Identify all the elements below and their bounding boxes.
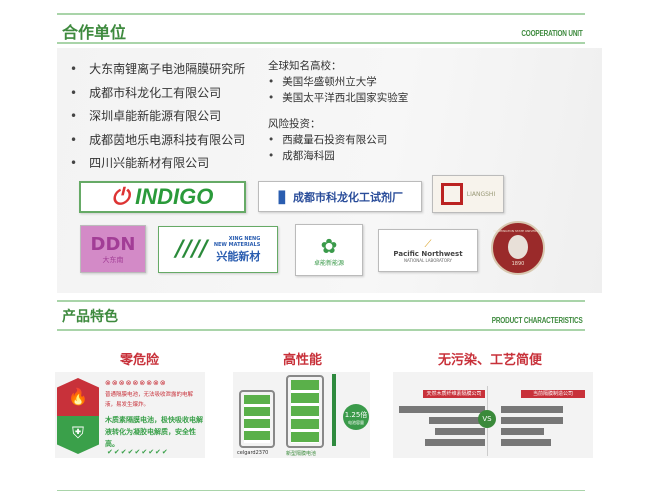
pnnl-mark-icon: ⟋ (424, 238, 432, 250)
xingneng-mark-icon: //// (175, 237, 208, 262)
bottom-rule (57, 490, 585, 491)
feature-title: 高性能 (283, 353, 323, 368)
universities-heading: 全球知名高校： (268, 60, 342, 72)
vs-badge: VS (478, 410, 496, 428)
arrow-up-icon (332, 374, 336, 446)
ratio-label: 电池容量 (348, 420, 364, 425)
logo-text: 成都市科龙化工试剂厂 (292, 190, 403, 204)
list-item: 深圳卓能新能源有限公司 (70, 105, 245, 129)
unsafe-description: 普通隔膜电池，无法吸收泄露的电解液，易发生爆炸。 (105, 392, 194, 408)
safety-graphic: 🔥 ⛨ ⊗⊗⊗⊗⊗⊗⊗⊗⊗ 普通隔膜电池，无法吸收泄露的电解液，易发生爆炸。 木… (55, 372, 205, 458)
liangshi-mark-icon (440, 183, 463, 205)
battery-icon (286, 375, 324, 448)
comparison-graphic: 天然木质纤维素隔膜公司 VS 当前隔膜制造公司 (393, 372, 593, 458)
shield-icon: ⛨ (57, 416, 99, 454)
divider (57, 42, 585, 44)
check-icons: ✔✔✔✔✔✔✔✔✔ (107, 448, 169, 456)
list-item: 美国华盛顿州立大学 (268, 74, 408, 90)
zhuoneng-mark-icon: ✿ (320, 233, 338, 258)
logo-text: NEW MATERIALS (213, 241, 261, 248)
logo-indigo: ⏻ INDIGO (79, 181, 246, 213)
logo-wsu-seal: WASHINGTON STATE UNIVERSITY 1890 (491, 221, 545, 275)
section-title-product: 产品特色 (62, 309, 118, 325)
logo-liangshi: LIANGSHI (432, 175, 504, 213)
ratio-badge: 1.25倍电池容量 (343, 404, 369, 430)
list-item: 四川兴能新材有限公司 (70, 152, 245, 176)
other-partners: 全球知名高校： 美国华盛顿州立大学 美国太平洋西北国家实验室 风险投资： 西藏量… (268, 58, 408, 164)
performance-graphic: celgard2370 新型隔膜电池 1.25倍电池容量 (233, 372, 370, 458)
safe-description: 木质素隔膜电池，极快吸收电解液转化为凝胶电解质，安全性高。 (105, 416, 203, 448)
logo-text: DDN (90, 233, 136, 255)
logo-text: XING NENG (228, 235, 261, 242)
section-subtitle-product: PRODUCT CHARACTERISTICS (492, 316, 583, 325)
kelong-mark-icon: ▮ (277, 186, 287, 207)
portrait-icon (508, 235, 528, 259)
logo-text: 兴能新材 (216, 249, 261, 263)
logo-text: NATIONAL LABORATORY (404, 257, 452, 263)
top-rule (57, 13, 585, 15)
logo-text: 1890 (511, 261, 525, 267)
logo-text: 卓能新能源 (313, 259, 344, 267)
list-item: 大东南锂离子电池隔膜研究所 (70, 58, 245, 82)
logo-text: LIANGSHI (466, 190, 496, 198)
battery-icon (239, 390, 275, 448)
power-icon: ⏻ (111, 184, 136, 209)
logo-text: WASHINGTON STATE UNIVERSITY (493, 229, 543, 233)
section-subtitle-cooperation: COOPERATION UNIT (521, 29, 583, 38)
logo-text: 大东南 (102, 255, 124, 264)
divider (57, 329, 585, 331)
feature-title: 无污染、工艺简便 (438, 353, 543, 368)
divider (57, 300, 585, 302)
list-item: 西藏量石投资有限公司 (268, 132, 408, 148)
logo-text: Pacific Northwest (393, 249, 463, 258)
logo-kelong: ▮ 成都市科龙化工试剂厂 (258, 181, 422, 212)
partner-list: 大东南锂离子电池隔膜研究所 成都市科龙化工有限公司 深圳卓能新能源有限公司 成都… (70, 58, 245, 176)
battery-label: 新型隔膜电池 (286, 451, 317, 457)
comparison-heading: 天然木质纤维素隔膜公司 (423, 390, 485, 398)
logo-zhuoneng: ✿卓能新能源 (295, 224, 363, 276)
fire-icon: 🔥 (57, 378, 99, 416)
logo-text: INDIGO (135, 184, 214, 209)
feature-title: 零危险 (120, 353, 160, 368)
list-item: 成都茵地乐电源科技有限公司 (70, 129, 245, 153)
list-item: 成都海科园 (268, 148, 408, 164)
list-item: 美国太平洋西北国家实验室 (268, 90, 408, 106)
cross-icons: ⊗⊗⊗⊗⊗⊗⊗⊗⊗ (105, 379, 167, 387)
vc-heading: 风险投资： (268, 118, 321, 130)
list-item: 成都市科龙化工有限公司 (70, 82, 245, 106)
comparison-heading: 当前隔膜制造公司 (521, 390, 585, 398)
ratio-value: 1.25倍 (344, 411, 368, 419)
battery-label: celgard2370 (237, 450, 269, 456)
section-title-cooperation: 合作单位 (62, 23, 127, 42)
